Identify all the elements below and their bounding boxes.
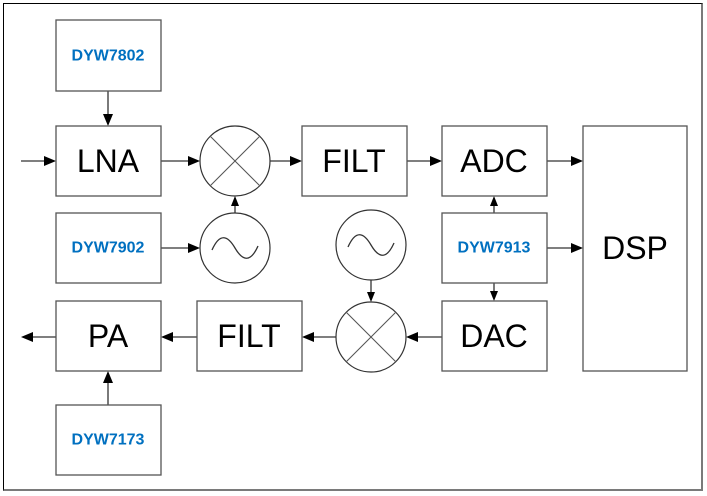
arrowhead-pa-output (21, 332, 33, 342)
arrowhead-dac-mixer2 (406, 332, 418, 342)
arrowhead-dyw7913-adc (490, 196, 498, 206)
arrowhead-osc-mixer (231, 196, 239, 206)
block-dyw7913: DYW7913 (441, 212, 548, 284)
block-lna: LNA (55, 125, 162, 197)
arrowhead-lna-mixer (188, 156, 200, 166)
block-dsp: DSP (582, 125, 688, 372)
block-label-adc: ADC (460, 143, 528, 179)
chip-label-dyw7802: DYW7802 (72, 48, 145, 65)
block-adc: ADC (441, 125, 548, 197)
block-label-dac: DAC (460, 318, 528, 354)
arrowhead-mixer-filt (290, 156, 302, 166)
arrowhead-filt-adc (430, 156, 442, 166)
arrowhead-filt-pa (161, 332, 173, 342)
block-label-filt-tx: FILT (217, 318, 280, 354)
block-filt-tx: FILT (196, 300, 303, 372)
diagram-frame (3, 3, 703, 491)
block-dyw7802: DYW7802 (55, 19, 162, 92)
arrowhead-dyw7913-dsp (571, 243, 583, 253)
arrowhead-dyw7902-osc (188, 243, 200, 253)
arrowhead-input-lna (44, 156, 56, 166)
chip-label-dyw7913: DYW7913 (458, 240, 531, 257)
arrowhead-mixer2-filt (302, 332, 314, 342)
block-label-pa: PA (88, 318, 129, 354)
chip-label-dyw7902: DYW7902 (72, 240, 145, 257)
arrowhead-adc-dsp (571, 156, 583, 166)
block-label-dsp: DSP (602, 230, 668, 266)
chip-label-dyw7173: DYW7173 (72, 432, 145, 449)
block-label-lna: LNA (77, 143, 140, 179)
arrowhead-dyw7802-lna (103, 114, 113, 126)
arrowhead-dyw7173-pa (103, 371, 113, 383)
block-dyw7902: DYW7902 (55, 212, 162, 284)
oscillator-tx-icon (335, 209, 407, 281)
arrowhead-osc2-mixer2 (367, 292, 375, 302)
mixer-tx-icon (335, 301, 407, 373)
block-filt-rx: FILT (301, 125, 408, 197)
block-label-filt-rx: FILT (322, 143, 385, 179)
arrowhead-dyw7913-dac (490, 291, 498, 301)
block-dyw7173: DYW7173 (55, 404, 162, 476)
block-pa: PA (55, 300, 162, 372)
oscillator-rx-icon (199, 212, 271, 284)
mixer-rx-icon (199, 125, 271, 197)
block-dac: DAC (441, 300, 548, 372)
wires (21, 91, 583, 405)
